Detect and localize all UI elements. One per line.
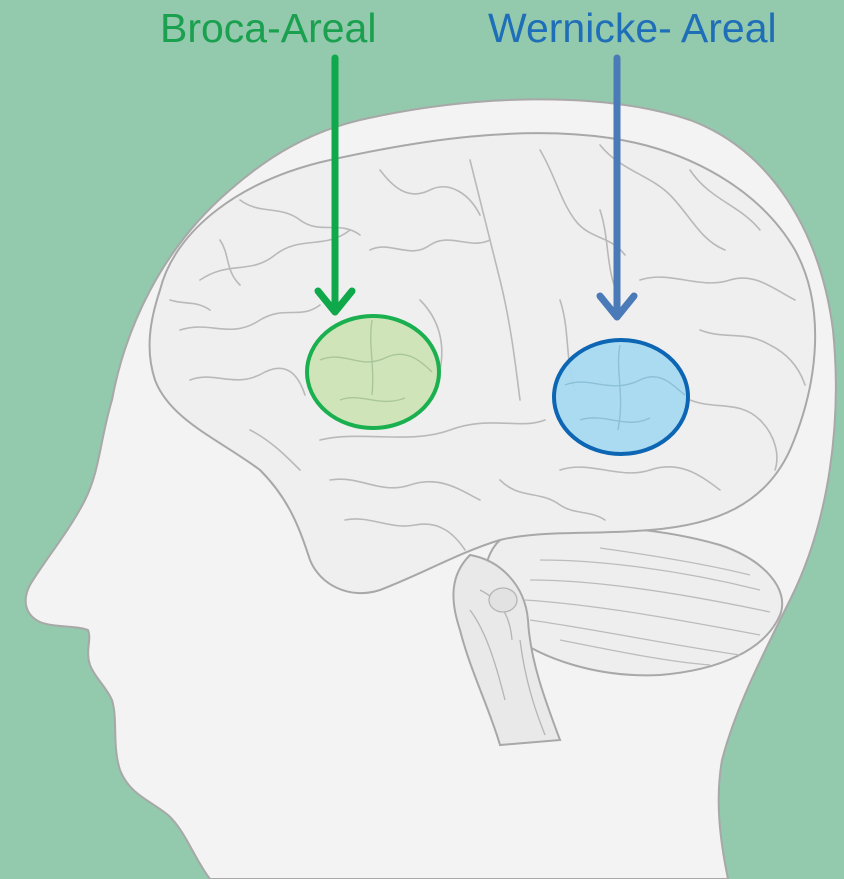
broca-label: Broca-Areal xyxy=(160,4,376,52)
wernicke-label: Wernicke- Areal xyxy=(488,4,777,52)
